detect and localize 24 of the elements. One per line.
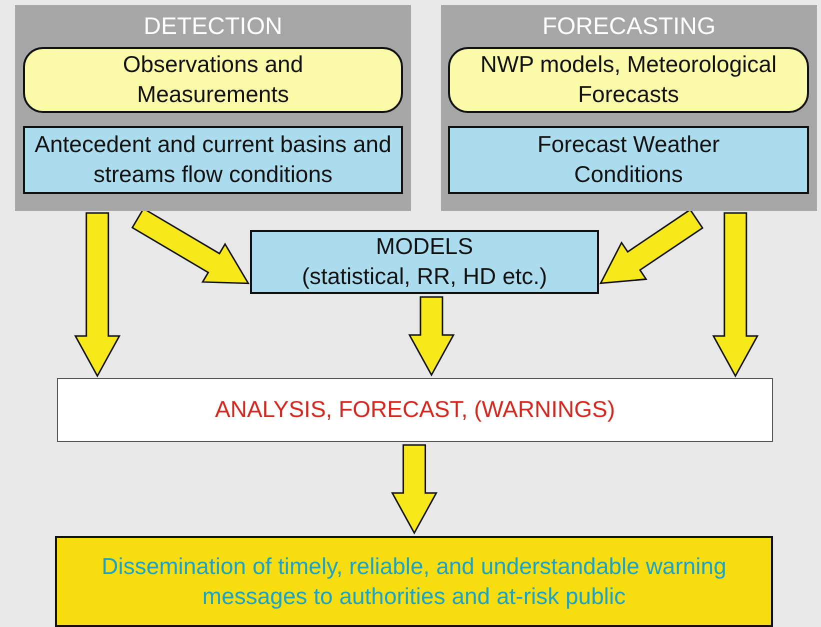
box-text: MODELS [376,232,474,262]
output-box [55,536,773,627]
block-arrow [408,296,455,377]
box-text: (statistical, RR, HD etc.) [302,262,548,291]
block-arrow [712,212,759,378]
rounded-box [448,47,809,113]
box-text: Observations and Measurements [122,50,304,109]
box-text: Dissemination of timely, reliable, and understandable warning messages to authorities and at-risk public [100,552,728,611]
block-arrow [599,208,704,284]
block-arrow [74,212,121,378]
panel-title: FORECASTING [542,12,716,42]
rounded-box [23,47,403,113]
panel-title: DETECTION [144,12,282,42]
process-box [57,378,773,442]
box-text: Antecedent and current basins and streams flow conditions [34,130,392,189]
box-text: NWP models, Meteorological Forecasts [480,50,777,109]
panel [15,5,411,211]
box-text: ANALYSIS, FORECAST, (WARNINGS) [215,395,615,424]
box-text: Forecast Weather Conditions [536,130,721,189]
block-arrow [391,444,438,535]
panel [441,5,817,211]
process-box [448,126,809,194]
process-box [23,126,403,194]
process-box [250,230,599,294]
